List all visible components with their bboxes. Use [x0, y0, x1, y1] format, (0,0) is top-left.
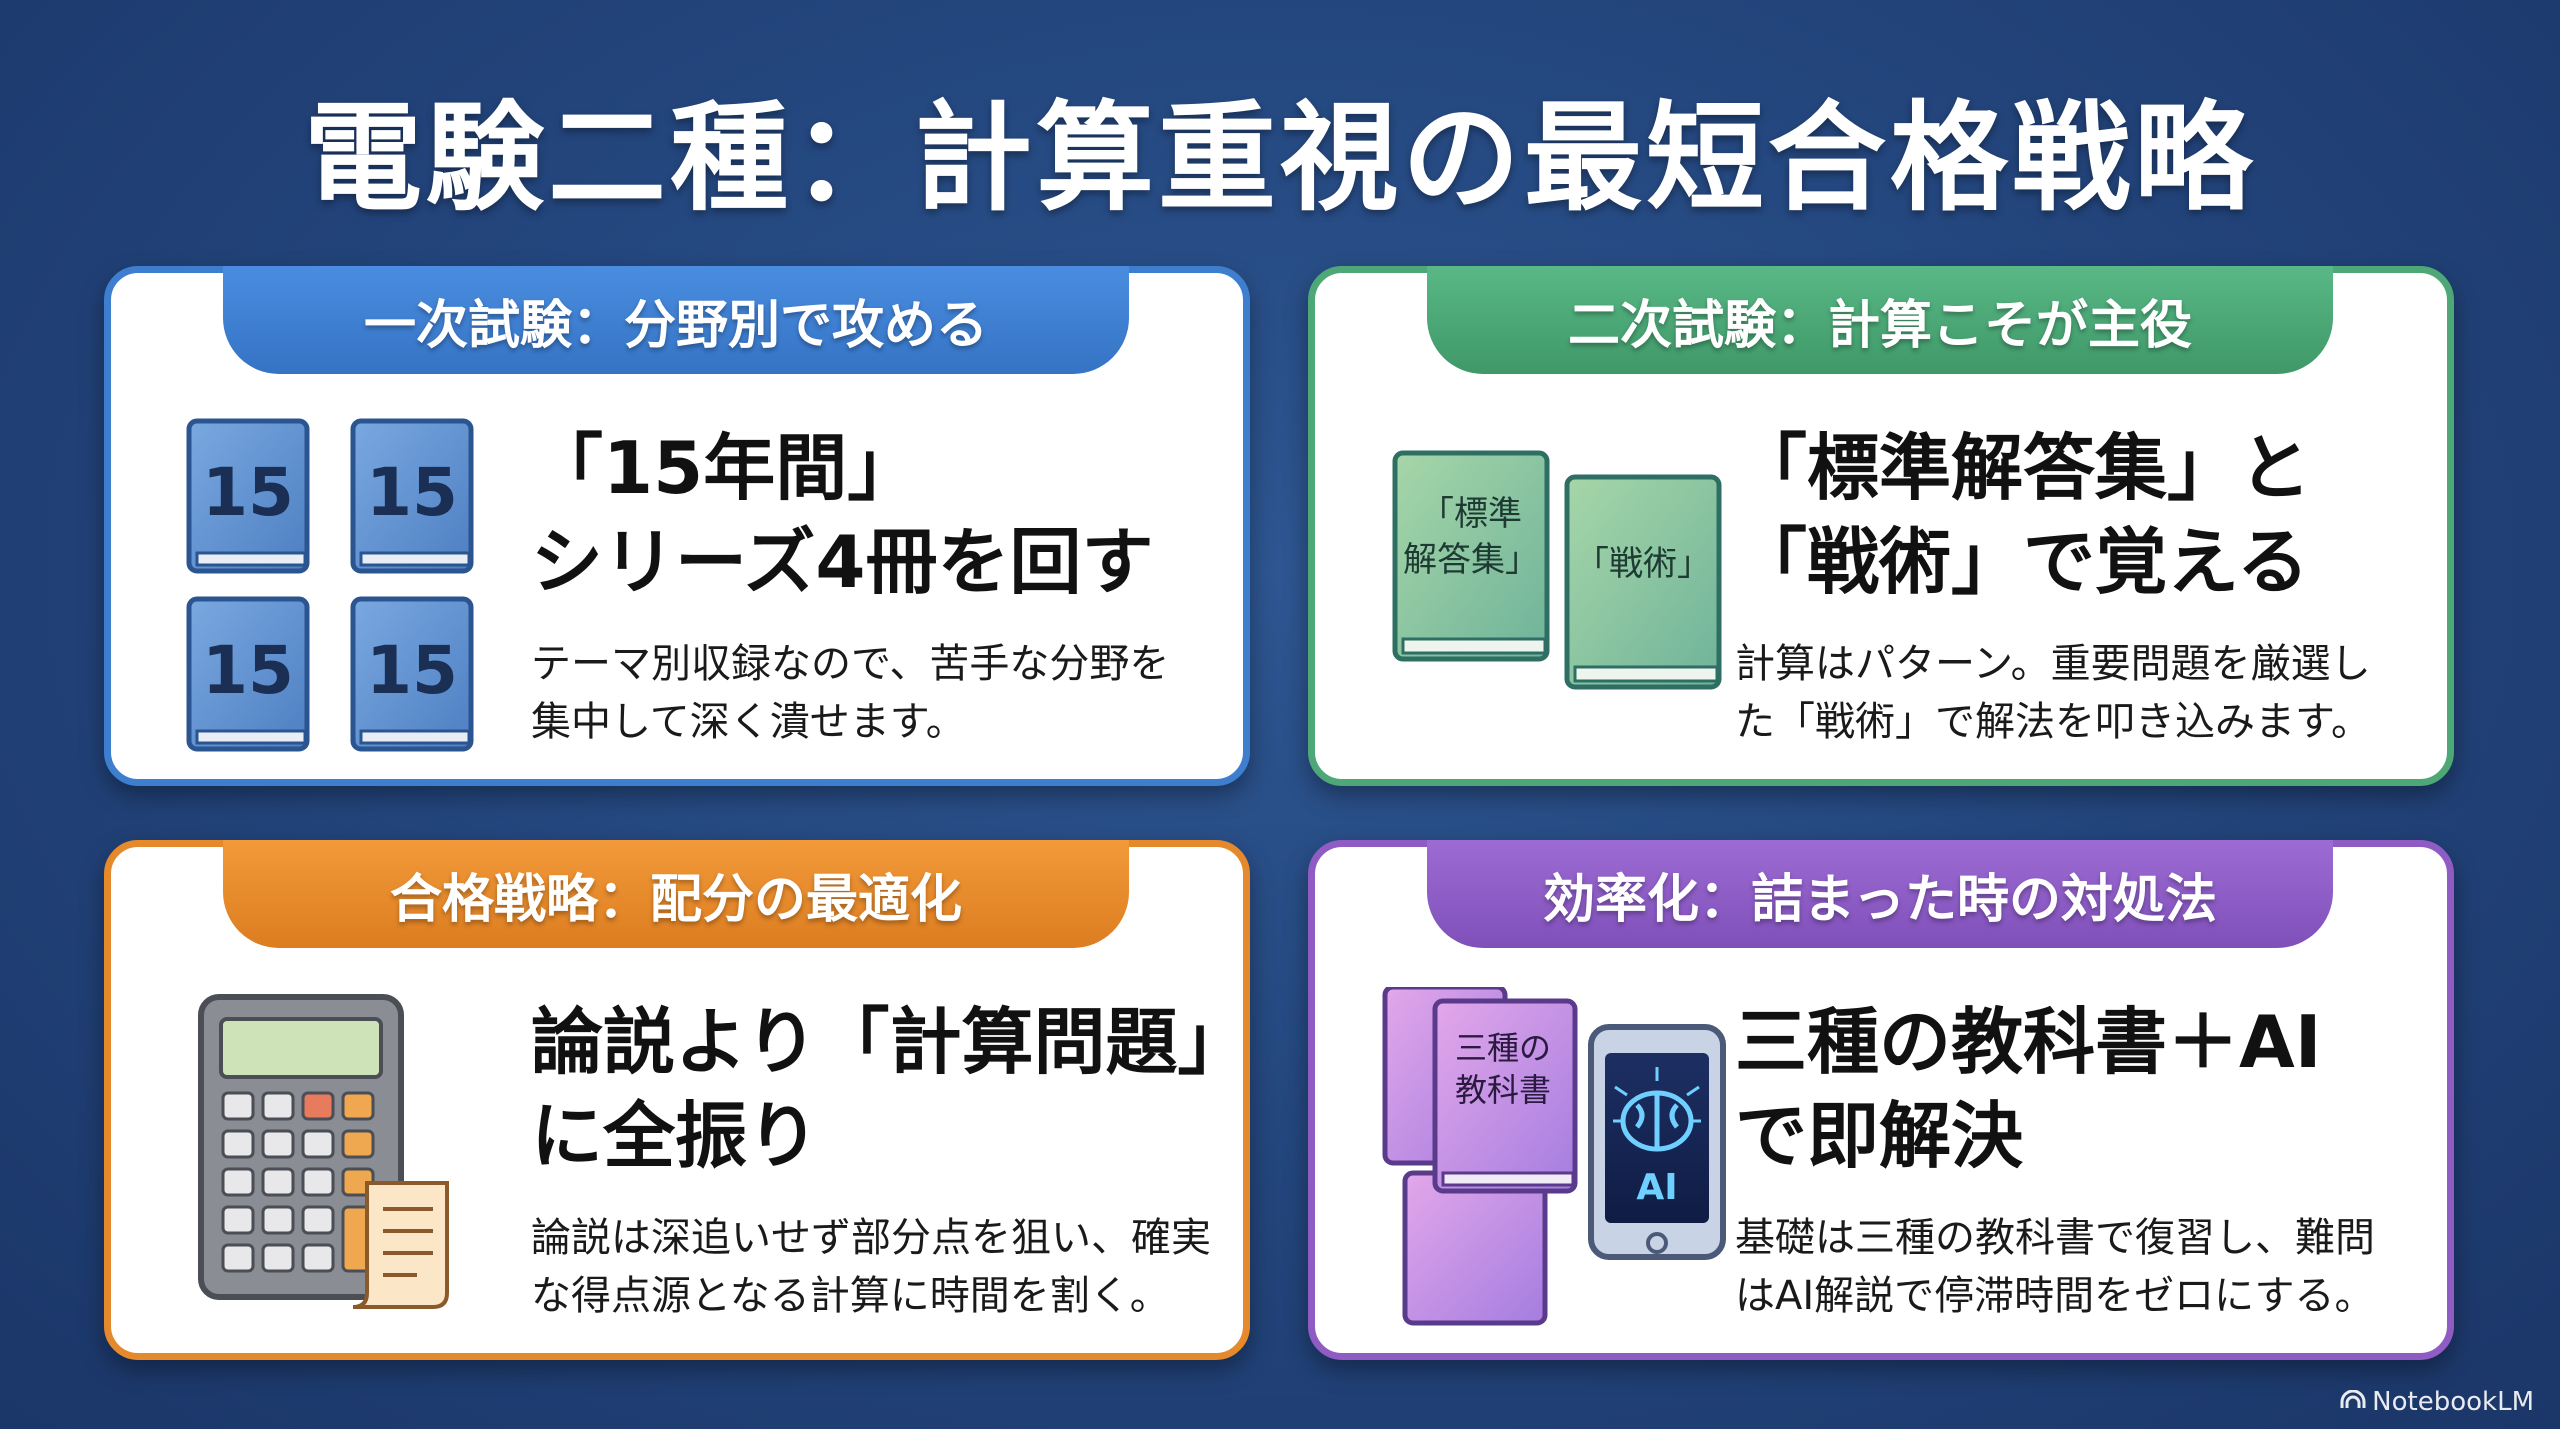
ai-label: AI — [1636, 1167, 1677, 1208]
footer-brand: NotebookLM — [2340, 1387, 2534, 1418]
book-title: 教科書 — [1455, 1071, 1551, 1109]
book-title: 解答集」 — [1403, 540, 1539, 580]
card-tab-label: 合格戦略：配分の最適化 — [223, 840, 1129, 948]
card-first-exam: 一次試験：分野別で攻める 15 15 15 — [104, 266, 1250, 786]
card-heading: 三種の教科書＋AI で即解決 — [1735, 1000, 2322, 1178]
book-title: 「標準 — [1420, 494, 1522, 534]
card-description: 計算はパターン。重要問題を厳選し た「戦術」で解法を叩き込みます。 — [1735, 641, 2371, 745]
page-title: 電験二種：計算重視の最短合格戦略 — [303, 89, 2256, 227]
notebooklm-logo-icon — [2340, 1387, 2366, 1417]
card-efficiency: 効率化：詰まった時の対処法 三種の 教科書 — [1308, 840, 2454, 1360]
card-description: テーマ別収録なので、苦手な分野を 集中して深く潰せます。 — [531, 641, 1170, 745]
book-title: 三種の — [1455, 1029, 1551, 1067]
book-stack-icon: 15 15 15 15 — [171, 413, 511, 753]
calculator-icon — [171, 987, 511, 1327]
textbook-ai-icon: 三種の 教科書 AI — [1375, 984, 1726, 1327]
card-heading: 「標準解答集」と 「戦術」で覚える — [1735, 426, 2312, 604]
card-heading: 論説より「計算問題」 に全振り — [531, 1000, 1250, 1178]
book-pair-icon: 「標準 解答集」 「戦術」 — [1375, 413, 1722, 753]
card-description: 基礎は三種の教科書で復習し、難問 はAI解説で停滞時間をゼロにする。 — [1735, 1215, 2375, 1319]
book-label: 15 — [202, 632, 294, 709]
book-label: 15 — [202, 454, 294, 531]
card-strategy: 合格戦略：配分の最適化 — [104, 840, 1250, 1360]
book-title: 「戦術」 — [1575, 544, 1711, 584]
card-description: 論説は深追いせず部分点を狙い、確実 な得点源となる計算に時間を割く。 — [531, 1215, 1211, 1319]
card-second-exam: 二次試験：計算こそが主役 「標準 解答集」 「戦術」 「標準解答集」と 「戦術」… — [1308, 266, 2454, 786]
book-label: 15 — [366, 454, 458, 531]
card-tab-label: 効率化：詰まった時の対処法 — [1427, 840, 2333, 948]
card-tab-label: 二次試験：計算こそが主役 — [1427, 266, 2333, 374]
book-label: 15 — [366, 632, 458, 709]
card-heading: 「15年間」 シリーズ4冊を回す — [531, 426, 1154, 604]
card-tab-label: 一次試験：分野別で攻める — [223, 266, 1129, 374]
